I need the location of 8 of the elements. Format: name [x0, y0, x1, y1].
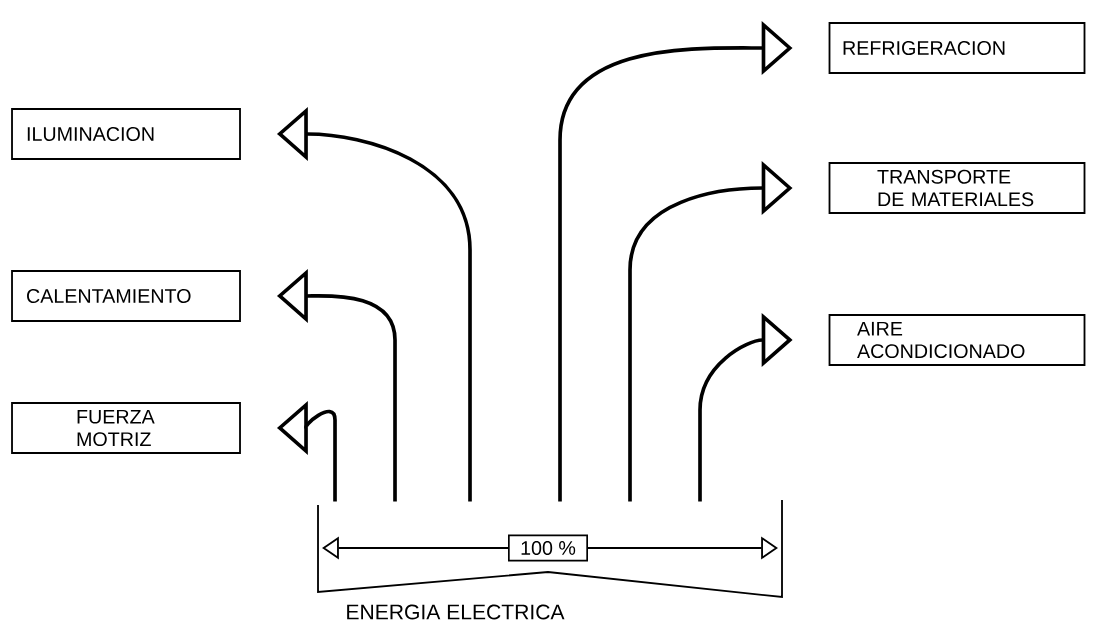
- use-box: AIRE ACONDICIONADO: [828, 314, 1086, 366]
- use-box: CALENTAMIENTO: [11, 270, 241, 322]
- use-box: FUERZA MOTRIZ: [11, 402, 241, 454]
- source-label: ENERGIA ELECTRICA: [347, 604, 565, 620]
- use-box: REFRIGERACION: [828, 22, 1086, 74]
- use-box: ILUMINACION: [11, 108, 241, 160]
- use-box: TRANSPORTE DE MATERIALES: [828, 162, 1086, 214]
- dimension-label: 100 %: [508, 534, 588, 562]
